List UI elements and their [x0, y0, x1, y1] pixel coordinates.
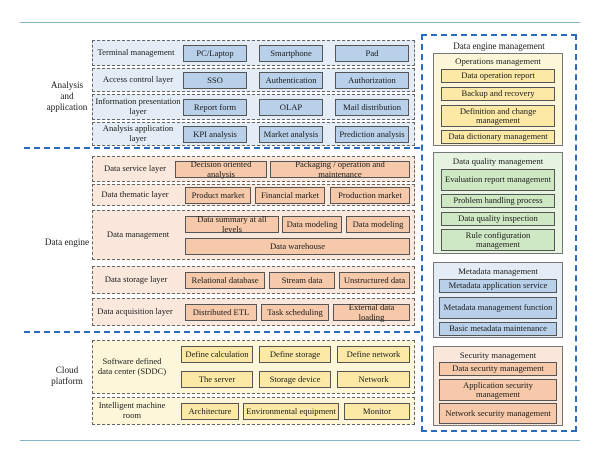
decision-analysis-box: Decision oriented analysis	[175, 159, 267, 178]
market-analysis-box: Market analysis	[259, 126, 323, 143]
unstructured-data-box: Unstructured data	[339, 272, 410, 289]
prediction-analysis-box: Prediction analysis	[335, 126, 409, 143]
sso-box: SSO	[183, 72, 247, 89]
environmental-equipment-box: Environmental equipment	[243, 403, 339, 420]
data-engine-management-title: Data engine management	[453, 41, 545, 51]
pad-box: Pad	[335, 45, 409, 62]
security-management-panel: Security management Data security manage…	[433, 346, 563, 426]
analysis-row-application: Analysis application layer KPI analysis …	[92, 122, 415, 146]
data-warehouse-box: Data warehouse	[185, 238, 410, 255]
row-label: Intelligent machine room	[98, 400, 166, 420]
data-summary-box: Data summary at all levels	[185, 214, 279, 233]
row-label: Data storage layer	[104, 274, 168, 285]
metadata-function-box: Metadata management function	[439, 297, 557, 319]
relational-database-box: Relational database	[185, 272, 265, 289]
row-label: Analysis application layer	[102, 123, 174, 143]
row-label: Data service layer	[103, 163, 167, 174]
row-label: Access control layer	[102, 74, 174, 85]
define-storage-box: Define storage	[259, 346, 331, 363]
operations-management-panel: Operations management Data operation rep…	[433, 53, 563, 146]
cloud-platform-label: Cloud platform	[51, 365, 83, 387]
network-box: Network	[337, 371, 410, 388]
problem-handling-box: Problem handling process	[441, 194, 555, 208]
application-security-box: Application security management	[439, 379, 557, 401]
top-rule	[20, 22, 580, 23]
authorization-box: Authorization	[335, 72, 409, 89]
mail-distribution-box: Mail distribution	[335, 99, 409, 116]
engine-row-acquisition: Data acquisition layer Distributed ETL T…	[92, 298, 415, 326]
data-security-box: Data security management	[439, 362, 557, 376]
row-label: Software defined data center (SDDC)	[97, 356, 167, 376]
analysis-label: Analysis and application	[46, 80, 88, 113]
divider-engine-cloud	[24, 331, 420, 333]
kpi-analysis-box: KPI analysis	[183, 126, 247, 143]
engine-row-storage: Data storage layer Relational database S…	[92, 266, 415, 294]
external-data-loading-box: External data loading	[333, 302, 410, 321]
financial-market-box: Financial market	[255, 187, 325, 204]
storage-device-box: Storage device	[259, 371, 331, 388]
row-label: Data acquisition layer	[97, 306, 173, 317]
engine-row-management: Data management Data summary at all leve…	[92, 210, 415, 260]
define-calculation-box: Define calculation	[181, 346, 253, 363]
monitor-box: Monitor	[344, 403, 410, 420]
bottom-rule	[20, 440, 580, 441]
panel-title: Data quality management	[452, 156, 544, 166]
basic-metadata-box: Basic metadata maintenance	[439, 322, 557, 336]
analysis-row-access: Access control layer SSO Authentication …	[92, 68, 415, 92]
data-modeling-box-1: Data modeling	[282, 216, 342, 233]
packaging-maintenance-box: Packaging / operation and maintenance	[270, 159, 410, 178]
cloud-row-sddc: Software defined data center (SDDC) Defi…	[92, 340, 415, 394]
architecture-box: Architecture	[181, 403, 239, 420]
panel-title: Metadata management	[458, 266, 538, 276]
define-network-box: Define network	[337, 346, 410, 363]
analysis-row-terminal: Terminal management PC/Laptop Smartphone…	[92, 40, 415, 66]
quality-inspection-box: Data quality inspection	[441, 212, 555, 226]
product-market-box: Product market	[185, 187, 251, 204]
pc-laptop-box: PC/Laptop	[183, 45, 247, 62]
engine-row-service: Data service layer Decision oriented ana…	[92, 156, 415, 182]
data-dictionary-box: Data dictionary management	[441, 130, 555, 144]
task-scheduling-box: Task scheduling	[261, 304, 329, 321]
data-engine-management-frame	[421, 34, 577, 432]
evaluation-report-box: Evaluation report management	[441, 169, 555, 191]
row-label: Information presentation layer	[95, 96, 181, 116]
olap-box: OLAP	[259, 99, 323, 116]
panel-title: Operations management	[455, 56, 541, 66]
analysis-row-presentation: Information presentation layer Report fo…	[92, 94, 415, 120]
network-security-box: Network security management	[439, 403, 557, 424]
server-box: The server	[181, 371, 253, 388]
metadata-application-box: Metadata application service	[439, 279, 557, 293]
backup-recovery-box: Backup and recovery	[441, 87, 555, 101]
engine-row-thematic: Data thematic layer Product market Finan…	[92, 184, 415, 206]
authentication-box: Authentication	[259, 72, 323, 89]
production-market-box: Production market	[330, 187, 410, 204]
panel-title: Security management	[459, 350, 537, 360]
rule-configuration-box: Rule configuration management	[441, 229, 555, 251]
row-label: Terminal management	[97, 47, 175, 58]
cloud-row-machine-room: Intelligent machine room Architecture En…	[92, 397, 415, 425]
stream-data-box: Stream data	[269, 272, 335, 289]
distributed-etl-box: Distributed ETL	[185, 304, 257, 321]
definition-change-box: Definition and change management	[441, 105, 555, 127]
smartphone-box: Smartphone	[259, 45, 323, 62]
row-label: Data management	[106, 229, 170, 240]
engine-label: Data engine	[44, 237, 90, 247]
data-operation-report-box: Data operation report	[441, 69, 555, 83]
report-form-box: Report form	[183, 99, 247, 116]
row-label: Data thematic layer	[101, 189, 169, 200]
metadata-management-panel: Metadata management Metadata application…	[433, 262, 563, 338]
data-modeling-box-2: Data modeling	[346, 216, 410, 233]
data-quality-management-panel: Data quality management Evaluation repor…	[433, 152, 563, 254]
divider-analysis-engine	[24, 147, 420, 149]
